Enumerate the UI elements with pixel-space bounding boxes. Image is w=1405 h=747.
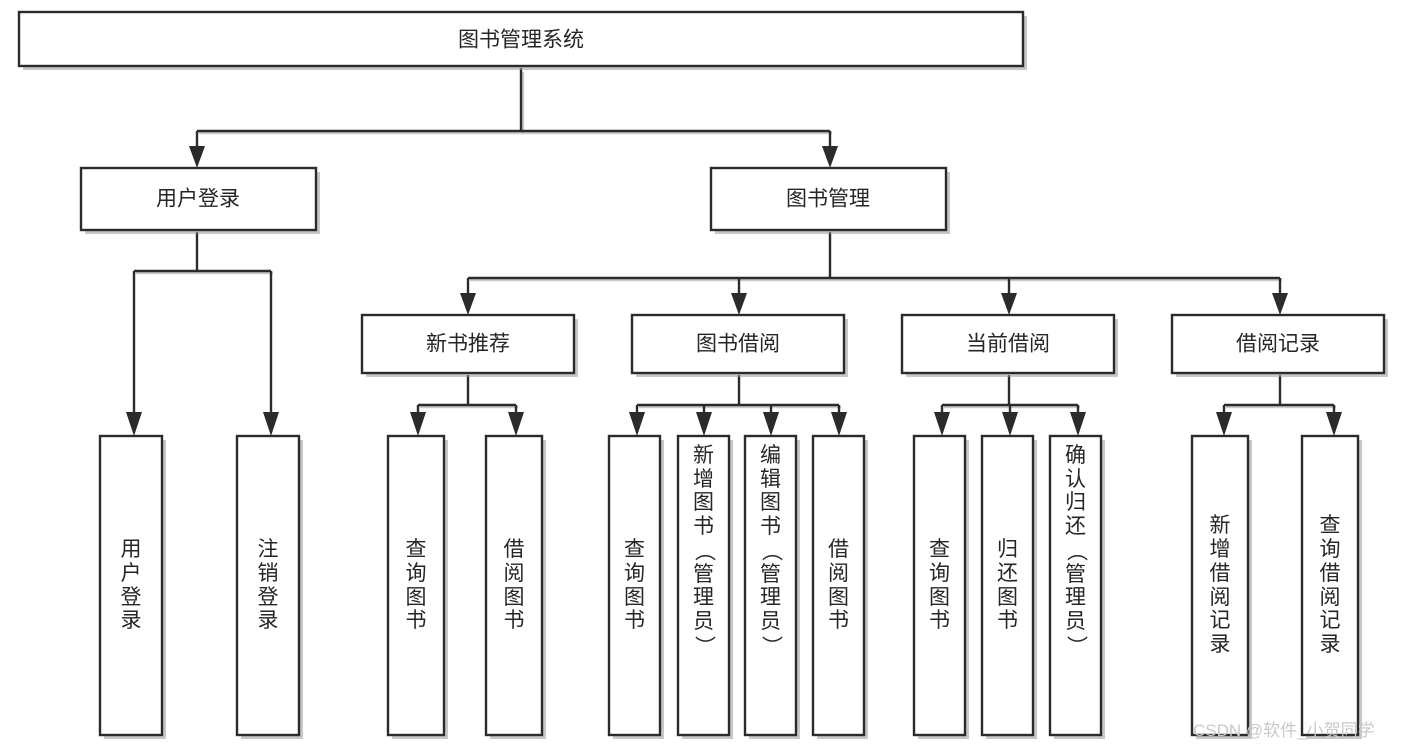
leaf-new-book-2-box[interactable] [484, 434, 544, 737]
arrow-book-mgmt-to-new-book [460, 293, 476, 315]
arrow-borrow-record-leaf-2 [1326, 412, 1342, 436]
node-current-borrow-box[interactable] [900, 313, 1116, 375]
arrow-current-borrow-leaf-1 [934, 412, 950, 436]
arrow-root-to-book-mgmt [822, 146, 838, 168]
node-new-book-box[interactable] [360, 313, 576, 375]
leaf-current-borrow-2-box[interactable] [980, 434, 1035, 737]
leaf-book-borrow-1-box[interactable] [607, 434, 662, 737]
node-borrow-record-box[interactable] [1170, 313, 1386, 375]
leaf-borrow-record-1-box[interactable] [1190, 434, 1250, 737]
arrow-borrow-record-leaf-1 [1216, 412, 1232, 436]
leaf-book-borrow-2-box[interactable] [676, 434, 731, 737]
node-layer: 图书管理系统 用户登录 图书管理 新书推荐 图书借阅 当前借阅 借阅记录 [17, 10, 1388, 739]
leaf-new-book-1-box[interactable] [386, 434, 446, 737]
leaf-borrow-record-2-box[interactable] [1300, 434, 1360, 737]
leaf-current-borrow-1-box[interactable] [912, 434, 967, 737]
node-borrow-record-label: 借阅记录 [1236, 333, 1320, 356]
node-user-login-label: 用户登录 [156, 188, 240, 211]
node-book-mgmt-label: 图书管理 [786, 188, 870, 211]
arrow-current-borrow-leaf-2 [1002, 412, 1018, 436]
node-root-label: 图书管理系统 [458, 29, 584, 52]
arrow-book-mgmt-to-borrow-record [1272, 293, 1288, 315]
leaf-book-borrow-4-box[interactable] [811, 434, 866, 737]
arrow-book-borrow-leaf-2 [696, 412, 712, 436]
node-root-box[interactable] [17, 10, 1025, 68]
arrow-current-borrow-leaf-3 [1070, 412, 1086, 436]
node-book-borrow-label: 图书借阅 [696, 333, 780, 356]
arrow-book-mgmt-to-book-borrow [731, 293, 747, 315]
arrow-new-book-leaf-2 [508, 412, 524, 436]
arrow-book-mgmt-to-current-borrow [1001, 293, 1017, 315]
arrow-book-borrow-leaf-4 [831, 412, 847, 436]
leaf-current-borrow-3-box[interactable] [1048, 434, 1103, 737]
node-user-login-box[interactable] [79, 166, 318, 232]
arrow-book-borrow-leaf-1 [629, 412, 645, 436]
arrow-book-borrow-leaf-3 [763, 412, 779, 436]
arrow-root-to-user-login [189, 146, 205, 168]
arrow-user-login-leaf-2 [263, 412, 279, 436]
arrow-user-login-leaf-1 [126, 412, 142, 436]
node-current-borrow-label: 当前借阅 [966, 333, 1050, 356]
arrow-new-book-leaf-1 [410, 412, 426, 436]
leaf-book-borrow-3-box[interactable] [743, 434, 798, 737]
leaf-user-login-2-box[interactable] [235, 434, 301, 737]
node-book-borrow-box[interactable] [630, 313, 846, 375]
connector-layer [126, 68, 1342, 436]
leaf-user-login-1-box[interactable] [98, 434, 164, 737]
node-book-mgmt-box[interactable] [709, 166, 948, 232]
node-new-book-label: 新书推荐 [426, 333, 510, 356]
